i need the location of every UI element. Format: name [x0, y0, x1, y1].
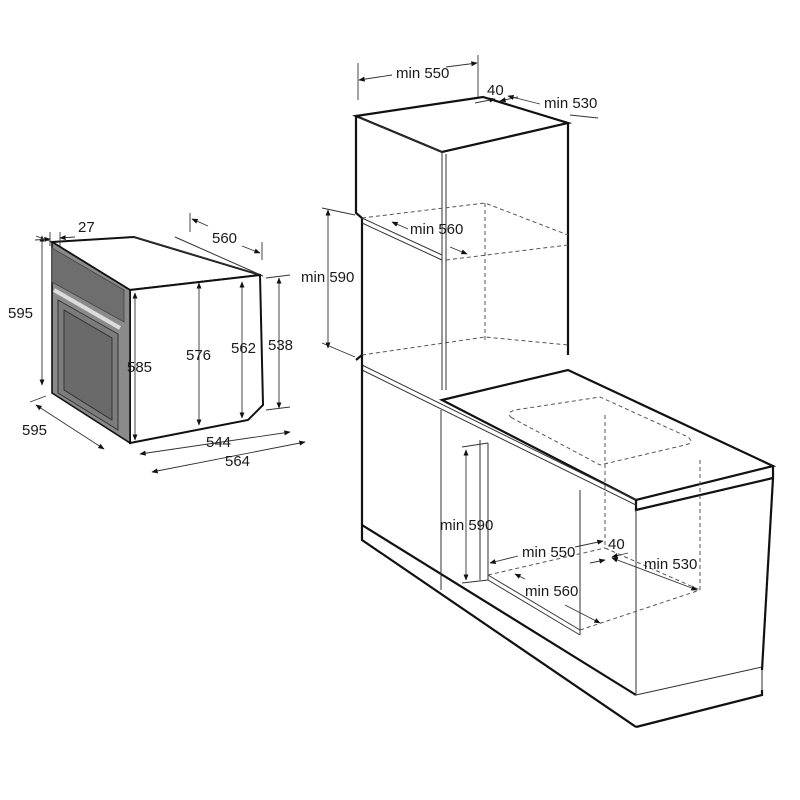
label-tall-depth: min 530: [544, 95, 597, 112]
label-total-depth: 564: [225, 453, 250, 470]
label-body-height-mid: 576: [186, 347, 211, 364]
label-base-niche-height: min 590: [440, 517, 493, 534]
label-tall-width: min 550: [396, 65, 449, 82]
label-body-depth-top: 560: [212, 230, 237, 247]
door-handle: [53, 288, 121, 330]
label-front-thickness: 27: [78, 219, 95, 236]
label-base-depth: min 530: [644, 556, 697, 573]
label-body-height-rear: 562: [231, 340, 256, 357]
base-cabinet-drawing: min 590 min 550 40 min 530 min 560: [360, 355, 777, 729]
tall-cabinet-drawing: min 550 40 min 530 min 560 min 590: [301, 55, 599, 390]
label-tall-rear-gap: 40: [487, 82, 504, 99]
label-body-height-front: 585: [127, 359, 152, 376]
label-tall-niche-width: min 560: [410, 221, 463, 238]
label-base-width: min 550: [522, 544, 575, 561]
label-tall-niche-height: min 590: [301, 269, 354, 286]
label-base-rear-gap: 40: [608, 536, 625, 553]
label-body-depth-bottom: 544: [206, 434, 231, 451]
label-total-width: 595: [22, 422, 47, 439]
oven-drawing: 595 27 560 585 576 562 538 595 544 564: [8, 213, 306, 474]
label-base-niche-width: min 560: [525, 583, 578, 600]
control-panel: [51, 247, 125, 323]
label-body-height-back: 538: [268, 337, 293, 354]
label-total-height: 595: [8, 305, 33, 322]
